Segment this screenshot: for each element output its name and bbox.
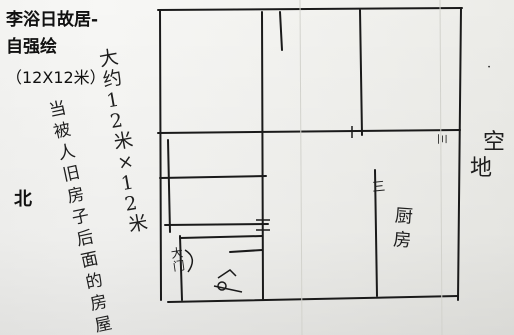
wall-v-kitchen (374, 169, 378, 297)
wall-h-low (164, 223, 269, 226)
dimensions-label: （12X12米） (6, 68, 106, 87)
wall-box-mid (229, 249, 263, 253)
wall-box-top (179, 235, 263, 239)
wall-v-left (167, 139, 171, 233)
outer-wall-bottom (167, 295, 459, 303)
wall-h-mid (157, 129, 461, 134)
outer-wall-left (159, 9, 162, 301)
paper-fold-2 (439, 0, 443, 335)
wall-inner-box (179, 235, 183, 301)
wall-v1 (261, 11, 264, 301)
north-label: 北 (14, 189, 32, 210)
stair-mark-1: 三 (371, 179, 386, 196)
wall-v2 (359, 9, 363, 136)
wall-short-top (279, 11, 283, 51)
wall-h-left (159, 175, 267, 179)
kitchen-label: 厨房 (392, 205, 414, 252)
figure-head (217, 281, 227, 291)
paper-fold-1 (299, 0, 303, 335)
figure-body (213, 285, 243, 293)
stair-mark-2: 三 (435, 133, 449, 145)
empty-land-label-1: 空 (483, 130, 506, 155)
title-line-1: 李浴日故居- (6, 10, 99, 30)
figure-arm (217, 269, 237, 279)
dot-mark: · (487, 60, 492, 75)
outer-wall-right (457, 7, 462, 301)
title-line-2: 自强绘 (6, 37, 57, 57)
outer-wall-top (157, 7, 463, 11)
door-arc (184, 249, 194, 273)
empty-land-label-2: 地 (470, 156, 493, 181)
